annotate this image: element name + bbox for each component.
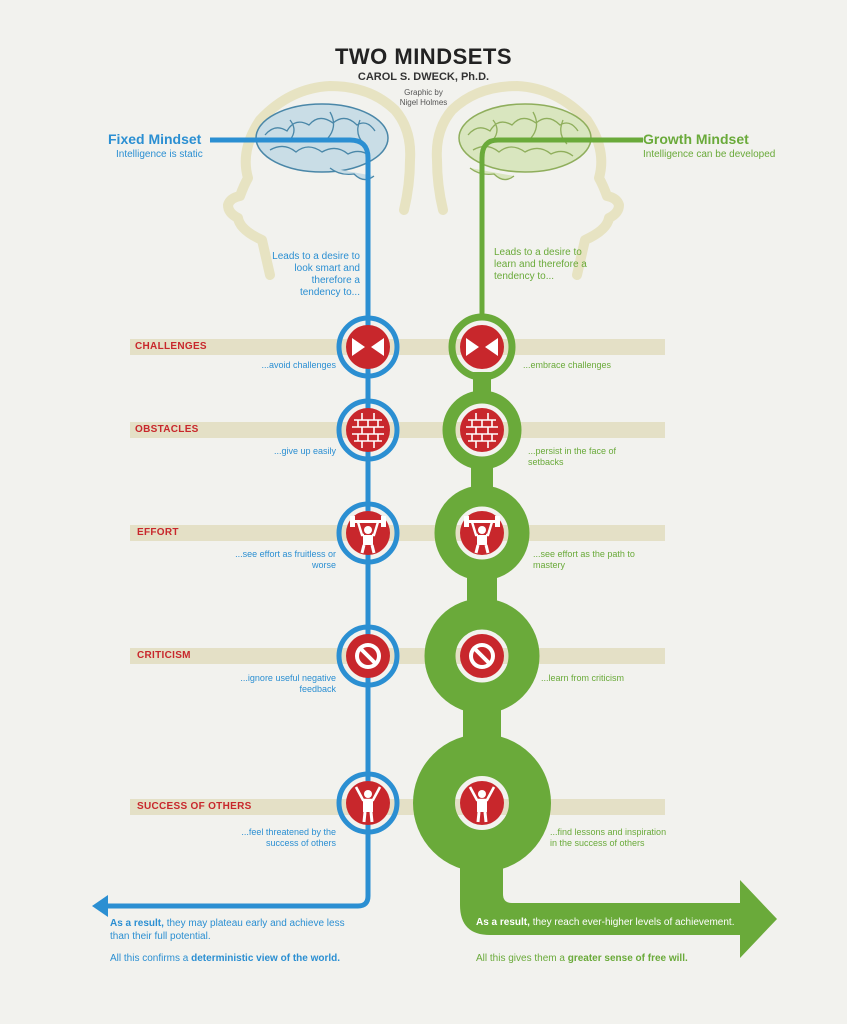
- growth-result-rest: they reach ever-higher levels of achieve…: [529, 917, 735, 928]
- fixed-lead-text: Leads to a desire to look smart and ther…: [272, 251, 360, 298]
- growth-mindset-subheading: Intelligence can be developed: [643, 149, 776, 160]
- growth-conclusion-prefix: All this gives them a: [476, 953, 568, 964]
- growth-challenges-arrows-inward-icon: [460, 325, 504, 369]
- growth-result-text: As a result, they reach ever-higher leve…: [476, 916, 776, 929]
- credit-line-1: Graphic by: [404, 88, 443, 97]
- growth-mindset-heading: Growth Mindset: [643, 131, 749, 147]
- growth-response-effort: ...see effort as the path to mastery: [533, 549, 635, 570]
- author-line: CAROL S. DWECK, Ph.D.: [357, 71, 490, 83]
- category-label-effort: EFFORT: [137, 527, 179, 538]
- growth-conclusion-bold: greater sense of free will.: [567, 953, 688, 964]
- fixed-response-success-of-others: ...feel threatened by the success of oth…: [241, 827, 336, 848]
- growth-success-cheering-person-icon: [460, 781, 504, 825]
- fixed-result-rest: they may plateau early and achieve less …: [110, 918, 345, 942]
- category-label-challenges: CHALLENGES: [135, 341, 207, 352]
- growth-effort-weightlifter-icon: [460, 511, 504, 555]
- growth-lead-text: Leads to a desire to learn and therefore…: [494, 247, 587, 282]
- fixed-conclusion-prefix: All this confirms a: [110, 953, 192, 964]
- growth-response-criticism: ...learn from criticism: [541, 673, 625, 683]
- fixed-success-cheering-person-icon: [346, 781, 390, 825]
- fixed-effort-weightlifter-icon: [346, 511, 390, 555]
- growth-obstacles-brick-wall-icon: [460, 408, 504, 452]
- category-label-success-of-others: SUCCESS OF OTHERS: [137, 801, 252, 812]
- fixed-challenges-arrows-inward-icon: [346, 325, 390, 369]
- growth-rings: [413, 313, 551, 872]
- category-bands: [130, 339, 665, 815]
- fixed-obstacles-brick-wall-icon: [346, 408, 390, 452]
- growth-response-challenges: ...embrace challenges: [523, 360, 612, 370]
- fixed-arrowhead-icon: [92, 895, 108, 917]
- fixed-response-criticism: ...ignore useful negative feedback: [240, 673, 336, 694]
- graphic-credit: Graphic by Nigel Holmes: [0, 88, 847, 108]
- page-title: TWO MINDSETS: [334, 44, 513, 69]
- growth-criticism-prohibited-icon: [460, 634, 504, 678]
- category-label-obstacles: OBSTACLES: [135, 424, 199, 435]
- fixed-conclusion-bold: deterministic view of the world.: [191, 953, 341, 964]
- growth-response-obstacles: ...persist in the face of setbacks: [528, 446, 617, 467]
- fixed-criticism-prohibited-icon: [346, 634, 390, 678]
- fixed-mindset-heading: Fixed Mindset: [108, 131, 202, 147]
- category-label-criticism: CRITICISM: [137, 650, 191, 661]
- fixed-conclusion: All this confirms a deterministic view o…: [110, 953, 340, 964]
- credit-line-2: Nigel Holmes: [399, 98, 448, 107]
- fixed-rings: [336, 315, 400, 835]
- fixed-result-prefix: As a result,: [110, 918, 164, 929]
- fixed-response-effort: ...see effort as fruitless or worse: [235, 549, 336, 570]
- fixed-result-text: As a result, they may plateau early and …: [110, 917, 350, 943]
- growth-response-success-of-others: ...find lessons and inspiration in the s…: [550, 827, 667, 848]
- fixed-response-challenges: ...avoid challenges: [261, 360, 336, 370]
- fixed-mindset-subheading: Intelligence is static: [116, 149, 203, 160]
- growth-conclusion: All this gives them a greater sense of f…: [476, 953, 688, 964]
- growth-result-prefix: As a result,: [476, 917, 530, 928]
- fixed-response-obstacles: ...give up easily: [273, 446, 336, 456]
